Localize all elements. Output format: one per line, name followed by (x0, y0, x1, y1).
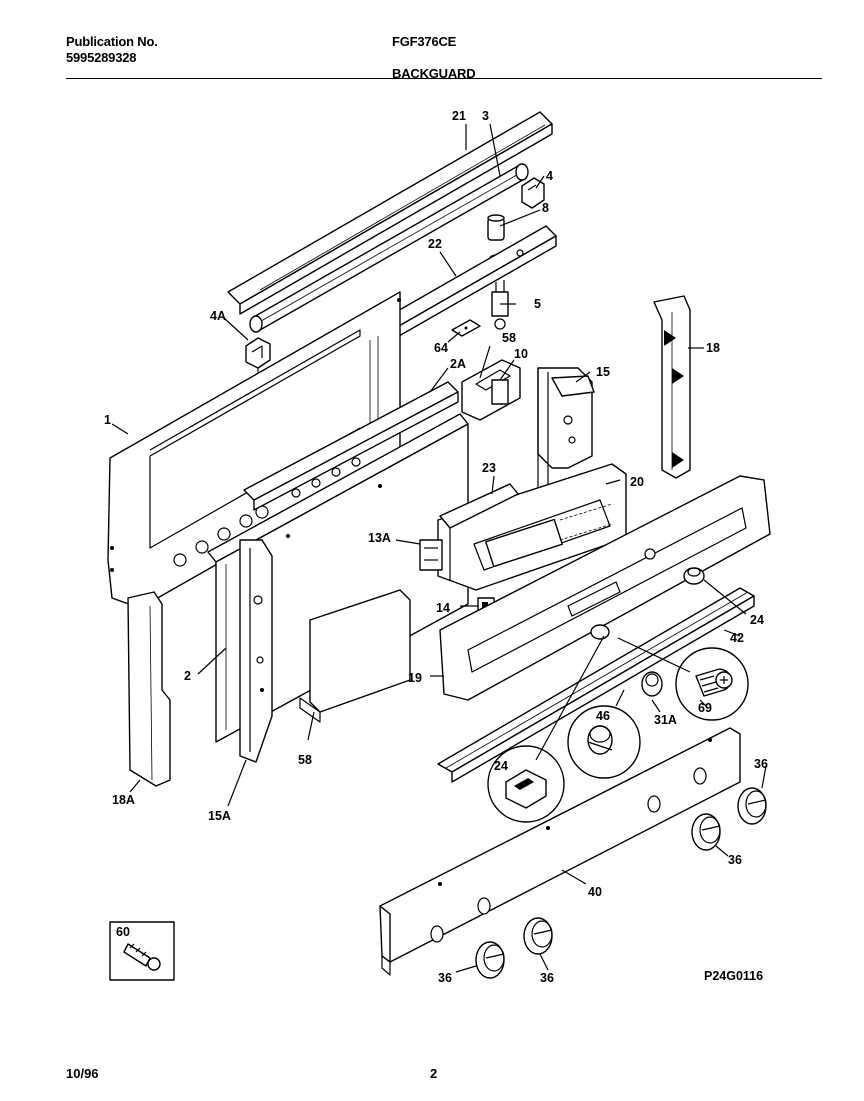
callout-18: 18 (706, 341, 720, 355)
callout-4a: 4A (210, 309, 226, 323)
callout-8: 8 (542, 201, 549, 215)
part-10-clock (461, 359, 521, 421)
callout-36-right-upper: 36 (754, 757, 768, 771)
part-18a-side-bracket (127, 591, 171, 787)
callout-18a: 18A (112, 793, 135, 807)
callout-22: 22 (428, 237, 442, 251)
callout-64: 64 (434, 341, 448, 355)
header-rule (66, 78, 822, 79)
callout-19: 19 (408, 671, 422, 685)
part-20-control-housing (437, 463, 627, 591)
callout-4: 4 (546, 169, 553, 183)
callout-31a: 31A (654, 713, 677, 727)
section-title: BACKGUARD (392, 66, 476, 81)
callout-2a: 2A (450, 357, 466, 371)
part-21-top-trim (227, 111, 553, 315)
part-4-lamp-holder (521, 177, 545, 209)
knob-4 (737, 787, 767, 825)
part-24-indicator (590, 567, 705, 640)
callout-46: 46 (596, 709, 610, 723)
publication-label: Publication No. (66, 34, 158, 49)
callout-15: 15 (596, 365, 610, 379)
callout-2: 2 (184, 669, 191, 683)
knob-2 (523, 917, 553, 955)
part-40-manifold-panel (379, 727, 741, 976)
callout-21: 21 (452, 109, 466, 123)
part-19-control-panel (439, 475, 771, 701)
callout-69: 69 (698, 701, 712, 715)
callout-15a: 15A (208, 809, 231, 823)
callout-14: 14 (436, 601, 450, 615)
part-58-shield (299, 589, 411, 723)
callout-labels: 21 3 4 8 22 5 4A 64 58 10 2A 15 18 1 23 … (104, 109, 768, 985)
inset-60-screw (109, 921, 175, 981)
part-31a-insert (641, 671, 663, 697)
callout-3: 3 (482, 109, 489, 123)
part-13a-terminal (419, 539, 443, 571)
part-36-knobs (475, 787, 767, 979)
callout-13a: 13A (368, 531, 391, 545)
knob-3 (691, 813, 721, 851)
knob-1 (475, 941, 505, 979)
part-1-backguard-panel (107, 291, 401, 609)
callout-10: 10 (514, 347, 528, 361)
callout-36-center: 36 (540, 971, 554, 985)
part-8-starter (487, 214, 505, 262)
leader-lines (111, 123, 767, 973)
part-15a-end-bracket (239, 539, 273, 763)
callout-36-left: 36 (438, 971, 452, 985)
callout-36-right-lower: 36 (728, 853, 742, 867)
detail-69-screw (675, 647, 749, 721)
callout-24-upper: 24 (750, 613, 764, 627)
callout-5: 5 (534, 297, 541, 311)
callout-42: 42 (730, 631, 744, 645)
footer-date: 10/96 (66, 1066, 99, 1081)
detail-46-button (567, 705, 641, 779)
part-3-lamp-tube (249, 163, 529, 333)
diagram-code: P24G0116 (704, 969, 763, 983)
model-number: FGF376CE (392, 34, 457, 49)
callout-24-lower: 24 (494, 759, 508, 773)
callout-20: 20 (630, 475, 644, 489)
callout-60: 60 (116, 925, 130, 939)
part-23-bracket (439, 483, 519, 580)
part-18-side-bracket (653, 295, 691, 479)
callout-23: 23 (482, 461, 496, 475)
callout-58-lower: 58 (298, 753, 312, 767)
detail-24-rocker-switch (487, 745, 565, 823)
callout-1: 1 (104, 413, 111, 427)
callout-58-upper: 58 (502, 331, 516, 345)
part-2-frame (207, 413, 469, 743)
publication-number: 5995289328 (66, 50, 137, 65)
callout-40: 40 (588, 885, 602, 899)
part-2a-shield (243, 381, 459, 511)
part-64-bracket (451, 319, 481, 337)
footer-page-number: 2 (430, 1066, 438, 1081)
